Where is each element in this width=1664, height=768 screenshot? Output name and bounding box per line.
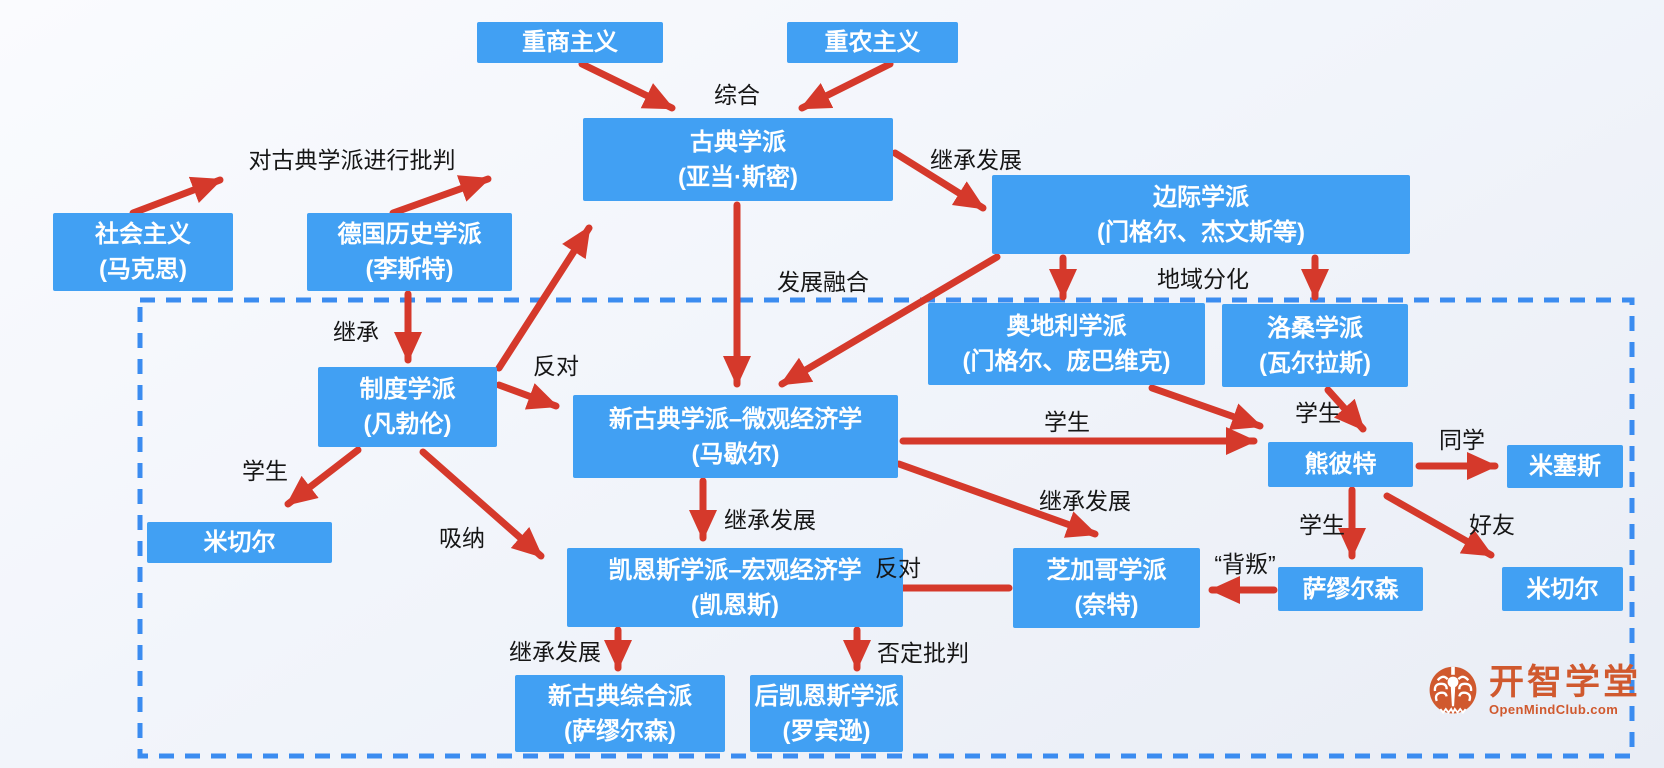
node-german-historical: 德国历史学派 (李斯特) bbox=[307, 213, 512, 291]
arrow-classical-to-marginalist bbox=[891, 149, 987, 212]
edge-label-betray: “背叛” bbox=[1214, 551, 1276, 577]
node-label: (罗宾逊) bbox=[782, 717, 871, 745]
edge-label-inherit-develop-chicago: 继承发展 bbox=[1039, 488, 1131, 514]
node-label: (马歇尔) bbox=[691, 440, 780, 468]
node-marginalist: 边际学派 (门格尔、杰文斯等) bbox=[992, 175, 1410, 254]
node-mises: 米塞斯 bbox=[1507, 445, 1623, 488]
node-mercantilism: 重商主义 bbox=[477, 22, 663, 63]
node-neoclassical-micro: 新古典学派–微观经济学 (马歇尔) bbox=[573, 395, 898, 478]
edge-label-regional-split: 地域分化 bbox=[1157, 266, 1249, 292]
node-neoclassical-synthesis: 新古典综合派 (萨缪尔森) bbox=[515, 675, 725, 752]
node-label: 社会主义 bbox=[95, 221, 191, 248]
arrow-mercantilism-to-classical bbox=[578, 60, 676, 112]
node-physiocracy: 重农主义 bbox=[787, 22, 958, 63]
arrow-schumpeter-to-mitchell bbox=[1383, 492, 1495, 559]
openmind-logo: 开智学堂 OpenMindClub.com bbox=[1426, 664, 1641, 718]
logo-name: 开智学堂 bbox=[1489, 663, 1642, 702]
node-keynesian-macro: 凯恩斯学派–宏观经济学 (凯恩斯) bbox=[567, 548, 903, 627]
node-label: 边际学派 bbox=[1153, 183, 1249, 211]
arrow-institutional-to-mitchell bbox=[284, 446, 362, 508]
node-label: (凯恩斯) bbox=[691, 591, 779, 619]
edge-label-student-lausanne-schumpeter: 学生 bbox=[1295, 400, 1341, 426]
node-post-keynesian: 后凯恩斯学派 (罗宾逊) bbox=[750, 675, 903, 752]
edge-label-criticize-classical: 对古典学派进行批判 bbox=[248, 147, 456, 173]
edge-label-oppose-neoclassical: 反对 bbox=[533, 353, 579, 379]
node-mitchell-right: 米切尔 bbox=[1502, 567, 1623, 611]
edge-label-inherit-develop-synthesis: 继承发展 bbox=[509, 639, 601, 665]
edge-label-friend: 好友 bbox=[1469, 512, 1515, 538]
node-mitchell-left: 米切尔 bbox=[147, 522, 332, 563]
node-label: 米塞斯 bbox=[1529, 453, 1601, 480]
node-chicago: 芝加哥学派 (奈特) bbox=[1013, 548, 1200, 628]
edge-label-inherit: 继承 bbox=[333, 319, 379, 345]
node-label: 新古典学派–微观经济学 bbox=[608, 405, 863, 433]
arrow-physiocracy-to-classical bbox=[798, 60, 894, 112]
node-label: 奥地利学派 bbox=[1006, 313, 1127, 340]
node-label: (马克思) bbox=[99, 256, 187, 283]
node-label: (瓦尔拉斯) bbox=[1259, 349, 1371, 377]
edge-label-inherit-develop-keynes: 继承发展 bbox=[724, 507, 816, 533]
arrow-institutional-to-classical bbox=[495, 224, 593, 372]
node-label: 芝加哥学派 bbox=[1046, 557, 1167, 584]
logo-domain: OpenMindClub.com bbox=[1489, 702, 1619, 717]
node-label: (亚当·斯密) bbox=[678, 163, 798, 191]
node-socialism: 社会主义 (马克思) bbox=[53, 213, 233, 291]
arrow-german-to-criticism bbox=[389, 175, 492, 217]
edge-label-student-marshall-schumpeter: 学生 bbox=[1044, 409, 1090, 435]
node-label: 米切尔 bbox=[203, 529, 276, 556]
node-samuelson: 萨缪尔森 bbox=[1278, 567, 1423, 611]
edge-label-student-institutional-mitchell: 学生 bbox=[242, 458, 288, 484]
edge-label-negate-criticize: 否定批判 bbox=[877, 640, 969, 666]
node-label: 萨缪尔森 bbox=[1302, 575, 1399, 603]
node-label: (萨缪尔森) bbox=[564, 717, 676, 745]
edge-label-develop-merge: 发展融合 bbox=[777, 269, 869, 295]
edge-label-inherit-develop-marginalist: 继承发展 bbox=[930, 147, 1022, 173]
edge-label-synthesize: 综合 bbox=[714, 82, 760, 108]
edge-label-oppose-keynes: 反对 bbox=[875, 555, 921, 581]
edge-label-absorb: 吸纳 bbox=[439, 525, 485, 551]
node-label: (凡勃伦) bbox=[363, 411, 452, 438]
dashed-frame bbox=[137, 297, 1635, 759]
brain-icon bbox=[1429, 666, 1477, 715]
node-label: 后凯恩斯学派 bbox=[754, 682, 899, 710]
arrow-institutional-to-keynesian bbox=[419, 448, 545, 560]
node-label: 洛桑学派 bbox=[1267, 314, 1363, 342]
arrow-socialism-to-criticism bbox=[129, 176, 224, 217]
node-label: 重农主义 bbox=[824, 29, 921, 56]
arrow-marginalist-to-neoclassical bbox=[778, 253, 1001, 388]
node-label: (门格尔、庞巴维克) bbox=[962, 348, 1171, 375]
arrow-austrian-to-schumpeter bbox=[1148, 384, 1264, 430]
node-classical: 古典学派 (亚当·斯密) bbox=[583, 118, 893, 201]
node-label: 熊彼特 bbox=[1304, 451, 1377, 478]
node-label: 凯恩斯学派–宏观经济学 bbox=[608, 556, 862, 584]
arrow-institutional-to-neoclassical bbox=[495, 381, 560, 410]
node-label: 米切尔 bbox=[1526, 575, 1599, 603]
node-lausanne: 洛桑学派 (瓦尔拉斯) bbox=[1222, 304, 1408, 387]
node-label: 重商主义 bbox=[522, 29, 618, 56]
edge-label-classmate: 同学 bbox=[1439, 427, 1485, 453]
node-label: (李斯特) bbox=[365, 256, 454, 283]
node-label: 制度学派 bbox=[359, 376, 456, 403]
node-label: (奈特) bbox=[1074, 592, 1139, 619]
arrow-neoclassical-to-chicago bbox=[895, 460, 1099, 538]
node-label: 新古典综合派 bbox=[548, 682, 692, 710]
node-label: (门格尔、杰文斯等) bbox=[1097, 218, 1305, 246]
node-label: 古典学派 bbox=[690, 128, 786, 156]
node-schumpeter: 熊彼特 bbox=[1268, 442, 1413, 487]
edge-label-student-schumpeter-samuelson: 学生 bbox=[1299, 512, 1345, 538]
node-institutional: 制度学派 (凡勃伦) bbox=[318, 367, 497, 447]
arrow-lausanne-to-schumpeter bbox=[1324, 386, 1367, 433]
node-label: 德国历史学派 bbox=[337, 221, 482, 248]
node-austrian: 奥地利学派 (门格尔、庞巴维克) bbox=[928, 303, 1205, 385]
